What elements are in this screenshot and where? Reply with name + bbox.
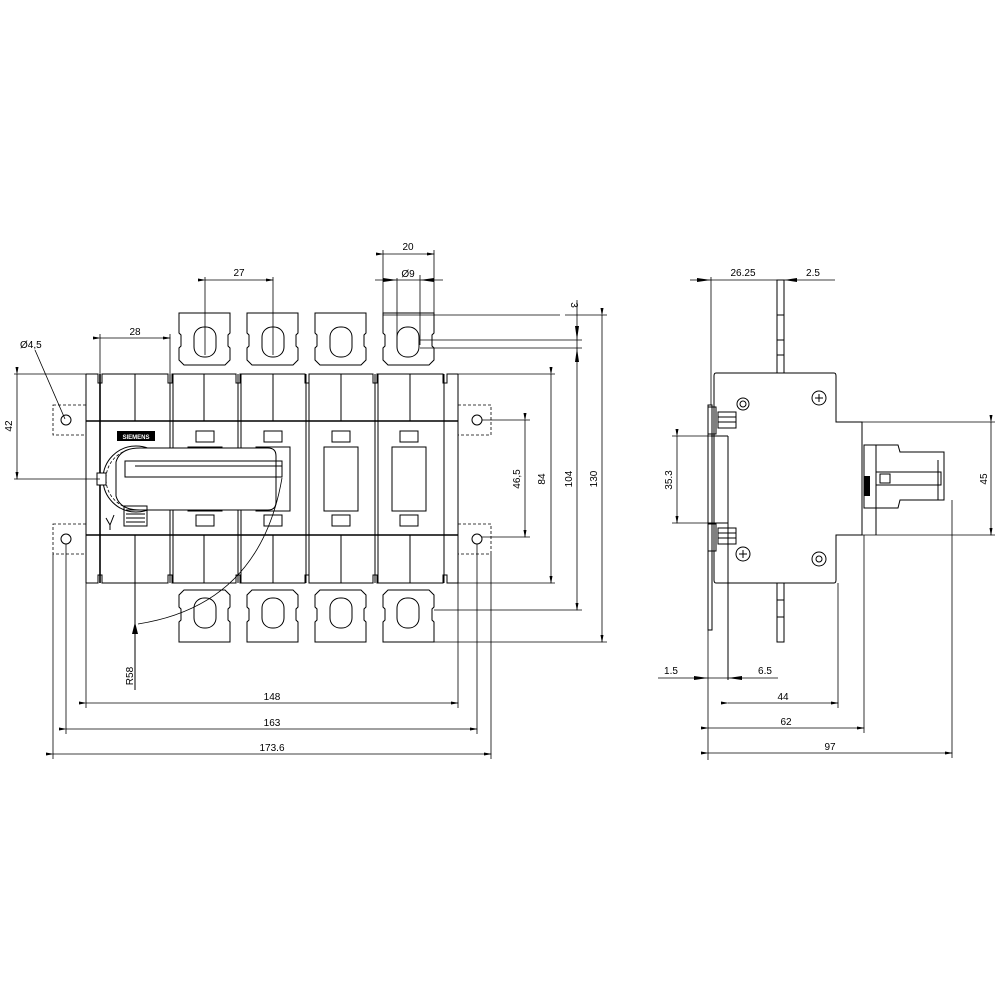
front-view: SIEMENS 27	[4, 242, 607, 759]
dim-173-6: 173.6	[259, 743, 284, 754]
bottom-terminals	[178, 589, 435, 643]
brand-plate-text: SIEMENS	[122, 435, 149, 441]
top-terminals	[178, 312, 435, 366]
dim-35-3: 35.3	[664, 470, 675, 490]
dim-46-5: 46,5	[512, 469, 523, 489]
side-dimensions: 26.25 2.5 35.3 45 1.5 6.5 44	[658, 268, 995, 760]
mounting-tabs	[52, 404, 492, 555]
dim-148: 148	[264, 692, 281, 703]
front-dimensions: 27 28 20 Ø9 3	[4, 242, 607, 759]
dim-97: 97	[824, 742, 836, 753]
side-view: 26.25 2.5 35.3 45 1.5 6.5 44	[658, 268, 995, 760]
dim-62: 62	[780, 717, 792, 728]
dim-26-25: 26.25	[730, 268, 755, 279]
dim-1-5: 1.5	[664, 666, 678, 677]
dim-hole-9: Ø9	[401, 269, 415, 280]
dim-130: 130	[589, 470, 600, 487]
dim-104: 104	[564, 470, 575, 487]
dim-20: 20	[402, 242, 414, 253]
screw-icon	[735, 390, 827, 562]
dim-28: 28	[129, 327, 141, 338]
dim-42: 42	[4, 420, 15, 432]
dim-163: 163	[264, 718, 281, 729]
dim-2-5: 2.5	[806, 268, 820, 279]
dim-mount-hole: Ø4,5	[20, 340, 42, 351]
dim-3: 3	[568, 302, 579, 308]
dim-r58: R58	[125, 666, 136, 685]
dim-44: 44	[777, 692, 789, 703]
dim-27: 27	[233, 268, 245, 279]
brand-plate	[117, 431, 155, 441]
dim-45: 45	[979, 473, 990, 485]
rotary-handle: SIEMENS	[96, 431, 283, 690]
dim-84: 84	[537, 473, 548, 485]
dim-6-5: 6.5	[758, 666, 772, 677]
